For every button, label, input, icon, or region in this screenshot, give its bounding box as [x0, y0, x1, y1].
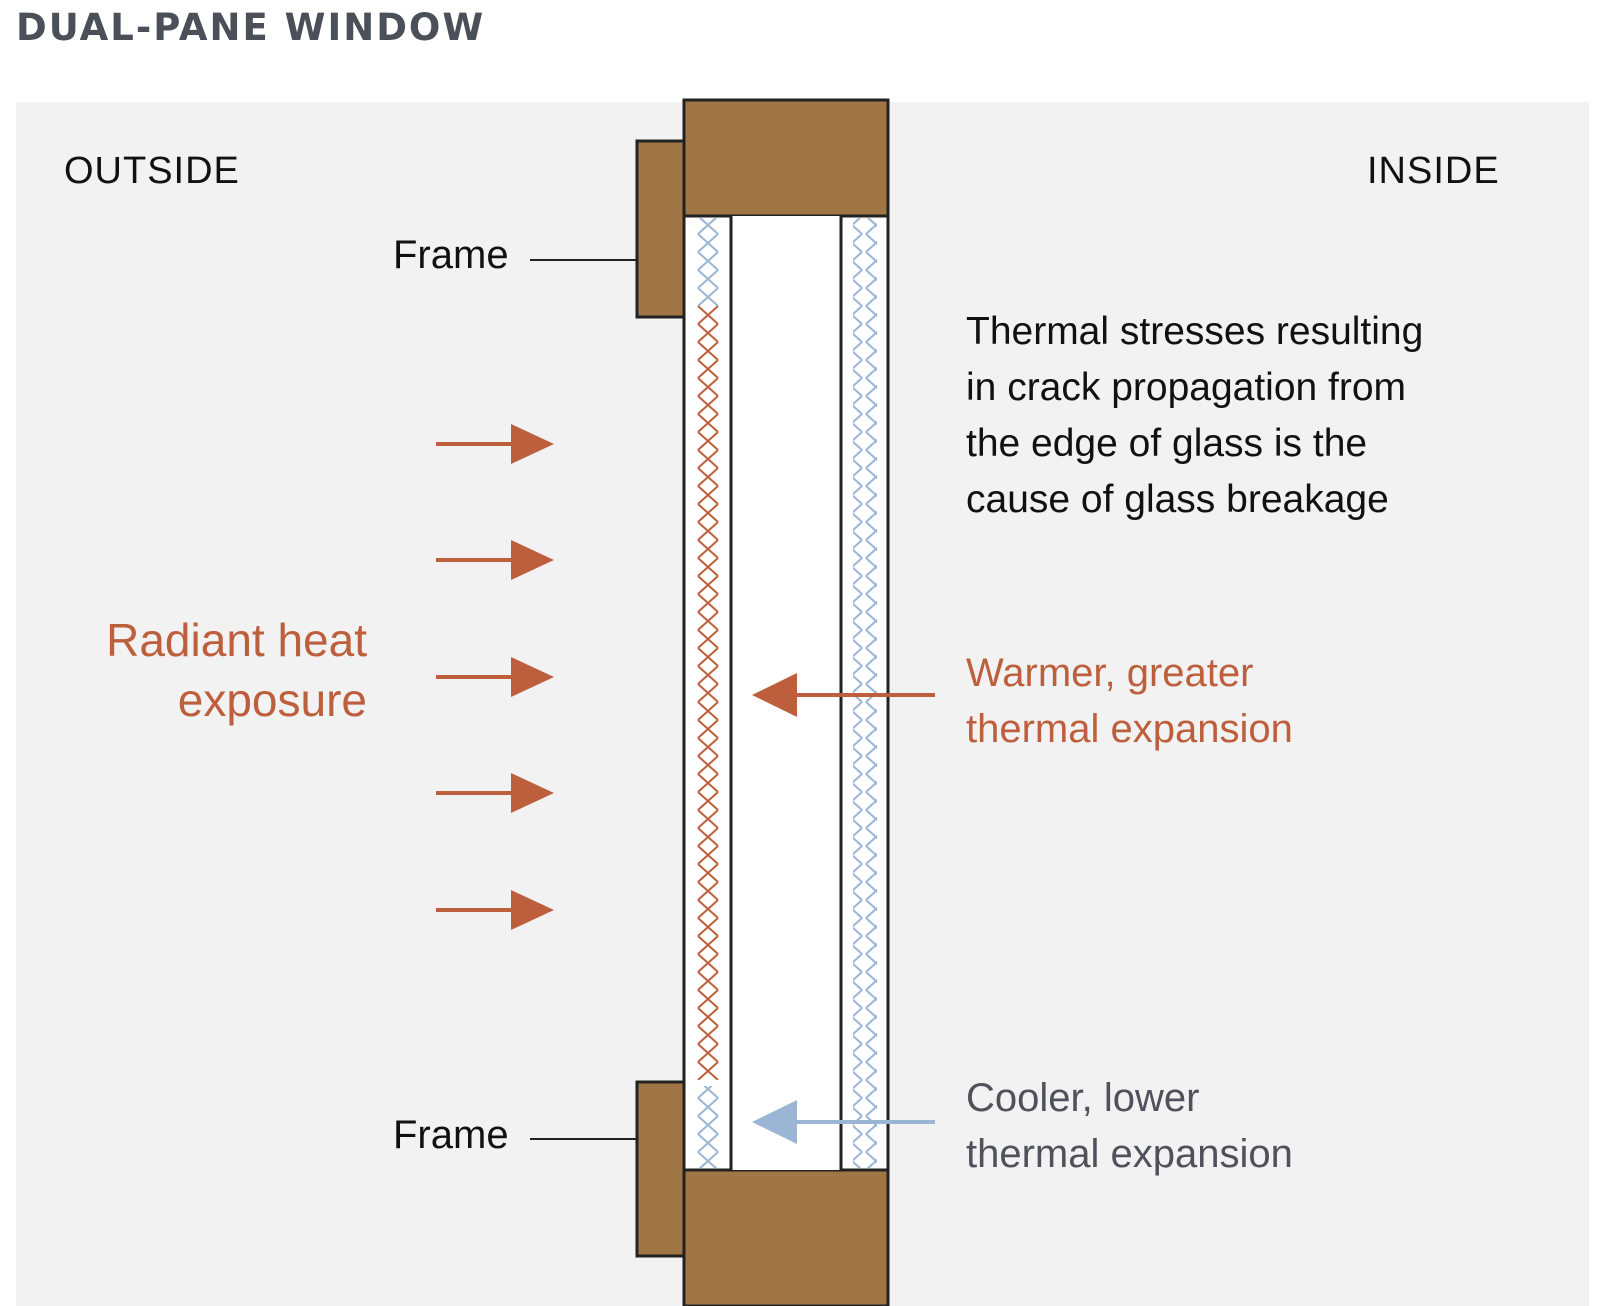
radiant-heat-line: Radiant heat — [106, 614, 367, 666]
warm-pointer-arrow — [752, 673, 935, 717]
right-arrow-icon — [436, 540, 554, 580]
outer-pane-cool-edge-top — [696, 218, 720, 306]
cooler-line: thermal expansion — [966, 1132, 1293, 1176]
inside-label: INSIDE — [1367, 150, 1500, 192]
frame-stop-bottom — [635, 1080, 686, 1258]
frame-sill — [682, 1168, 890, 1306]
thermal-stress-line: cause of glass breakage — [966, 478, 1389, 521]
right-arrow-icon — [436, 424, 554, 464]
frame-top-label: Frame — [393, 233, 509, 277]
outside-label: OUTSIDE — [64, 150, 240, 192]
diagram-title: DUAL-PANE WINDOW — [16, 6, 486, 49]
cooler-label: Cooler, lower thermal expansion — [966, 1070, 1293, 1182]
cool-pointer-arrow — [752, 1100, 935, 1144]
warmer-label: Warmer, greater thermal expansion — [966, 645, 1293, 757]
thermal-stress-note: Thermal stresses resulting in crack prop… — [966, 304, 1423, 528]
thermal-stress-line: Thermal stresses resulting — [966, 310, 1424, 353]
right-arrow-icon — [436, 890, 554, 930]
thermal-stress-line: the edge of glass is the — [966, 422, 1368, 465]
radiant-heat-label: Radiant heat exposure — [40, 610, 367, 730]
cooler-line: Cooler, lower — [966, 1076, 1200, 1120]
right-arrow-icon — [436, 773, 554, 813]
outer-pane-cool-edge-bottom — [696, 1086, 720, 1168]
frame-head — [682, 98, 890, 218]
thermal-stress-line: in crack propagation from — [966, 366, 1407, 409]
radiant-heat-line: exposure — [177, 674, 367, 726]
right-arrow-icon — [436, 657, 554, 697]
warmer-line: thermal expansion — [966, 707, 1293, 751]
frame-bottom-label: Frame — [393, 1113, 509, 1157]
outer-pane-hot-center — [696, 306, 720, 1080]
warmer-line: Warmer, greater — [966, 651, 1254, 695]
frame-stop-top — [635, 139, 686, 319]
